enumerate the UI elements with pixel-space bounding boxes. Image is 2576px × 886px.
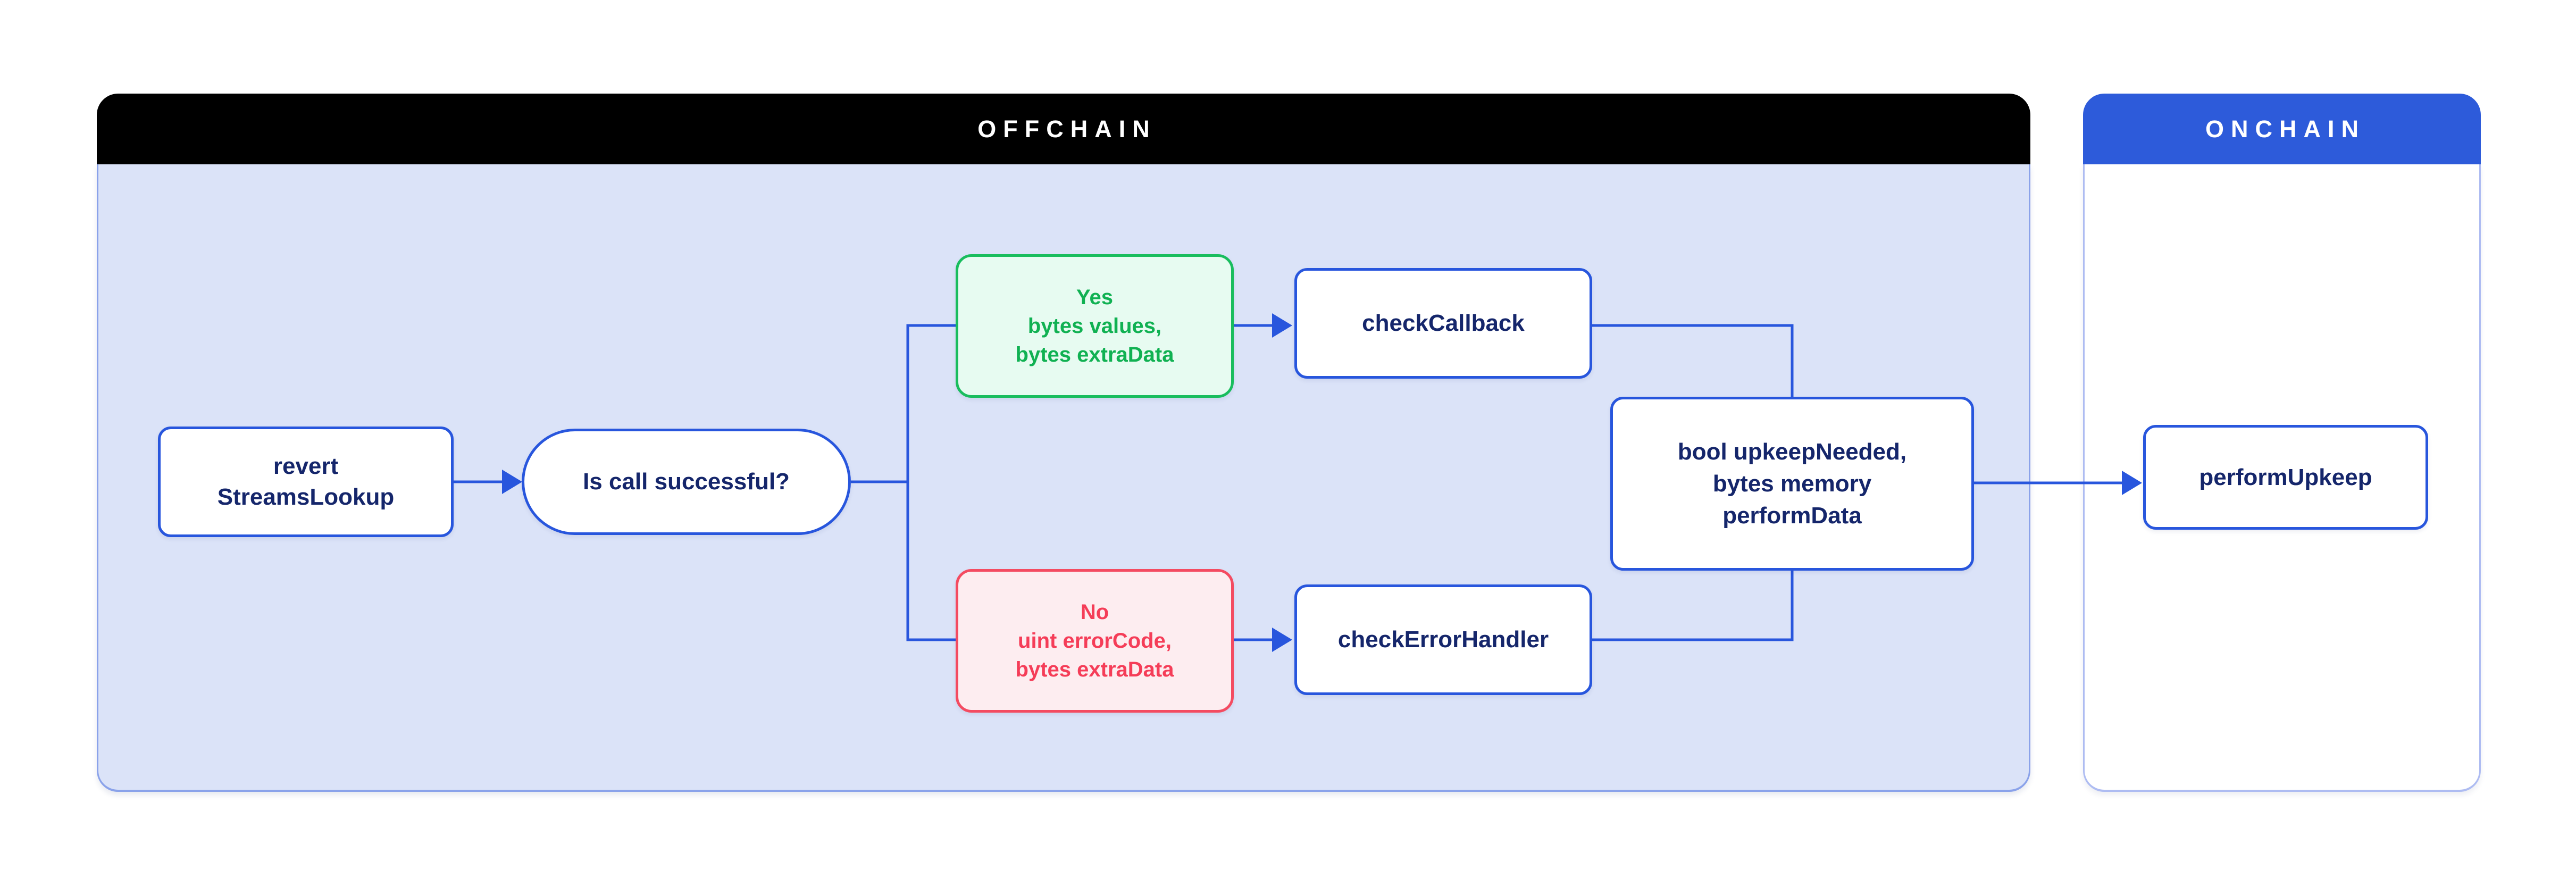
node-upkeep-result: bool upkeepNeeded, bytes memory performD… — [1610, 397, 1974, 571]
node-line: bool upkeepNeeded, — [1677, 438, 1907, 465]
onchain-title: ONCHAIN — [2205, 115, 2365, 143]
node-check-error-handler: checkErrorHandler — [1294, 584, 1592, 695]
node-yes-branch: Yes bytes values, bytes extraData — [956, 254, 1234, 398]
node-line: StreamsLookup — [217, 484, 395, 510]
node-line: bytes extraData — [1015, 343, 1174, 366]
offchain-header: OFFCHAIN — [97, 94, 2030, 164]
node-line: bytes memory — [1712, 470, 1872, 497]
node-label: checkErrorHandler — [1337, 626, 1549, 653]
node-line: bytes extraData — [1015, 658, 1174, 681]
node-line: Yes — [1076, 286, 1113, 309]
node-label: Is call successful? — [583, 469, 790, 495]
node-is-call-successful: Is call successful? — [522, 429, 851, 535]
onchain-header: ONCHAIN — [2083, 94, 2481, 164]
node-perform-upkeep: performUpkeep — [2143, 425, 2428, 530]
node-label: performUpkeep — [2199, 464, 2372, 490]
node-line: No — [1080, 600, 1109, 624]
node-check-callback: checkCallback — [1294, 268, 1592, 379]
node-line: performData — [1722, 502, 1862, 529]
node-label: checkCallback — [1362, 310, 1525, 336]
node-no-branch: No uint errorCode, bytes extraData — [956, 569, 1234, 713]
node-revert-streams-lookup: revert StreamsLookup — [158, 427, 454, 537]
node-line: bytes values, — [1027, 314, 1162, 338]
node-line: revert — [273, 453, 339, 479]
node-line: uint errorCode, — [1018, 629, 1172, 653]
offchain-title: OFFCHAIN — [977, 115, 1157, 143]
